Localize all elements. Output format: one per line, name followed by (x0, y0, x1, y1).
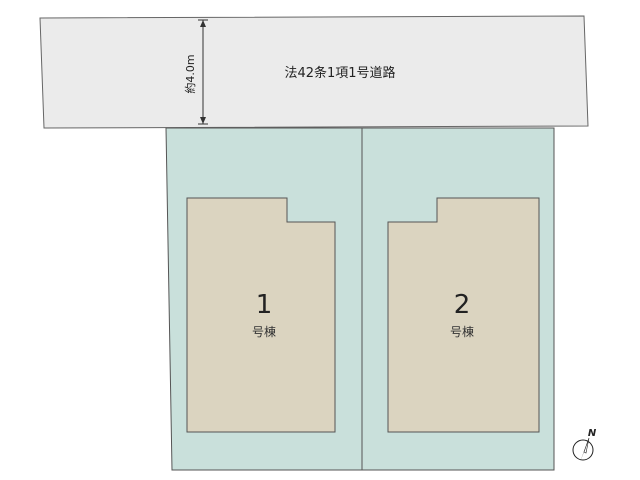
building-1 (186, 197, 336, 433)
north-label: N (588, 428, 597, 439)
road-area (39, 15, 589, 129)
road-width-dimension: 約4.0m (183, 19, 208, 125)
building-2-number: 2 (454, 290, 471, 320)
building-2-name: 号棟 (450, 324, 474, 339)
building-1-name: 号棟 (252, 324, 276, 339)
road-width-label: 約4.0m (183, 54, 197, 93)
building-1-number: 1 (256, 290, 273, 320)
north-arrow-icon: N (572, 428, 597, 462)
road-label: 法42条1項1号道路 (284, 65, 395, 81)
building-2 (387, 197, 540, 433)
